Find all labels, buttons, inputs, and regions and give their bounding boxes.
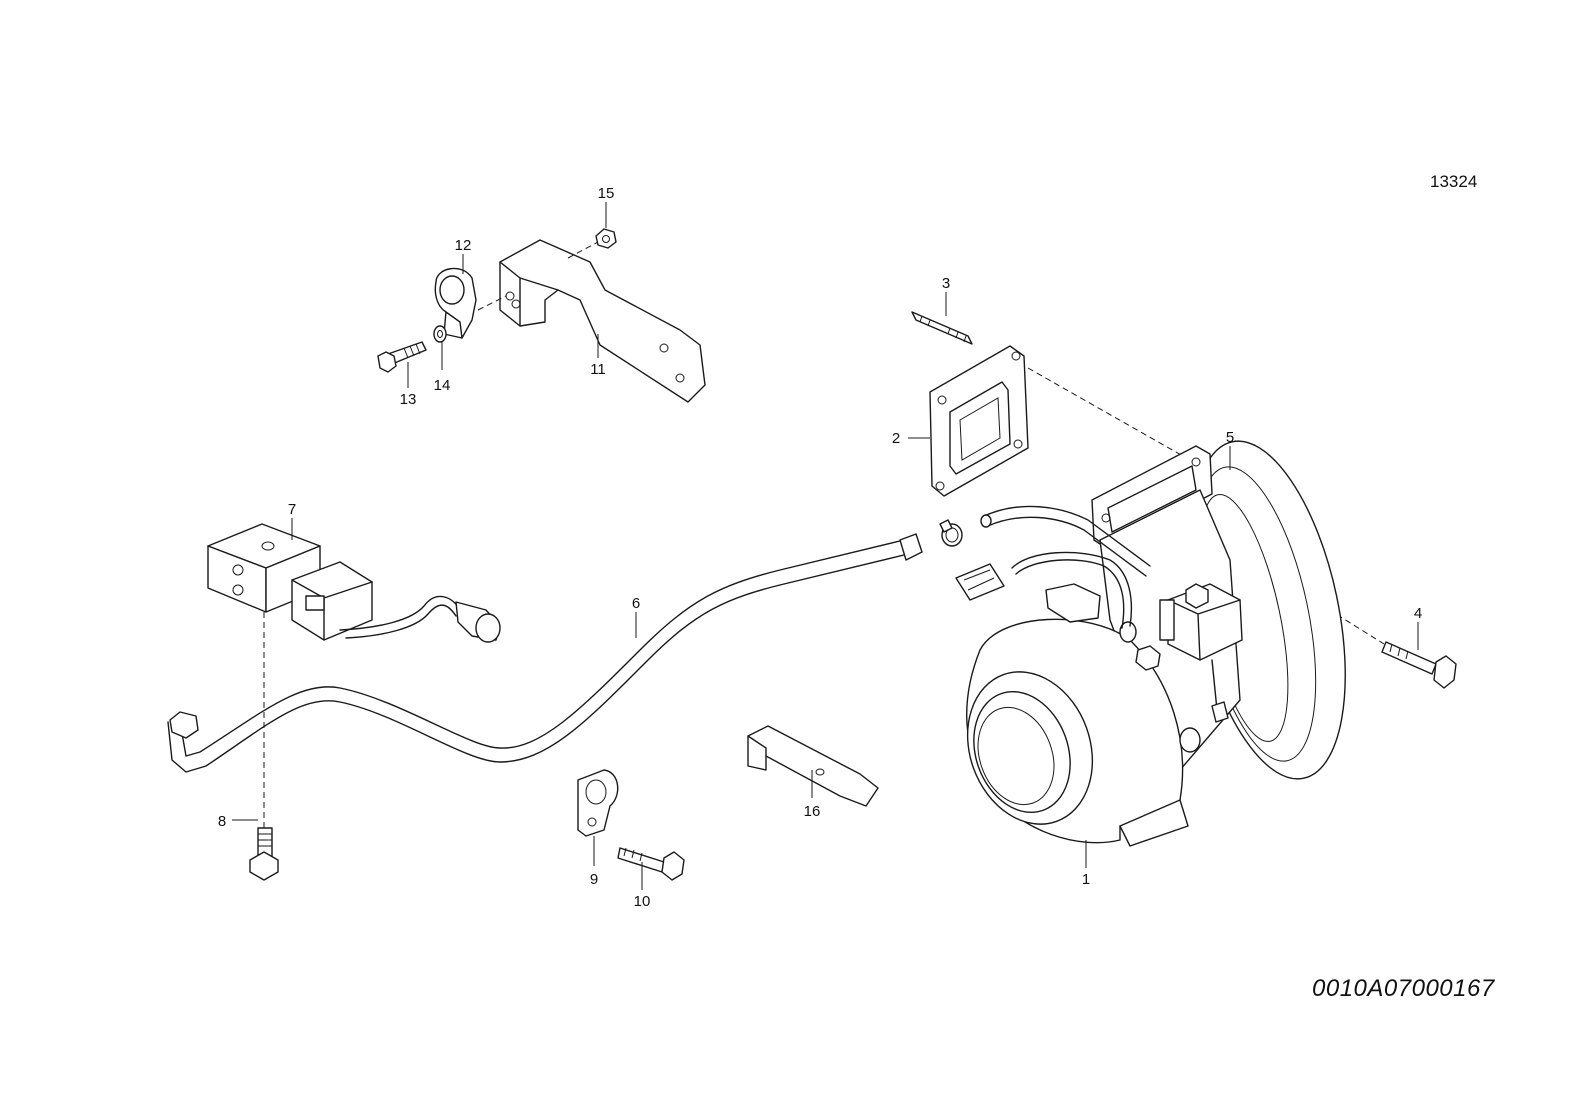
callout-10: 10 <box>634 893 651 910</box>
part-8-bolt <box>249 827 279 881</box>
callout-12: 12 <box>455 237 472 254</box>
callout-1: 1 <box>1082 871 1090 888</box>
callout-6: 6 <box>632 595 640 612</box>
part-16-support <box>747 725 879 807</box>
part-11-bracket <box>499 239 706 403</box>
callout-11: 11 <box>590 361 606 378</box>
part-6-oil-pipe <box>167 533 923 773</box>
part-14-washer <box>433 325 447 343</box>
sheet-number: 13324 <box>1430 172 1478 191</box>
part-15-nut <box>595 228 617 249</box>
drawing-code: 0010A07000167 <box>1312 975 1495 1002</box>
assembly-line <box>567 241 599 259</box>
assembly-line <box>477 295 507 311</box>
part-3-stud <box>911 311 973 345</box>
part-7-sensor-block <box>207 523 501 643</box>
callout-13: 13 <box>400 391 417 408</box>
callout-5: 5 <box>1226 429 1234 446</box>
callouts: 1 2 3 4 5 6 7 8 9 10 11 12 13 14 15 16 <box>218 185 1422 910</box>
part-12-clamp <box>434 267 477 339</box>
hose-clamp <box>939 519 963 547</box>
callout-9: 9 <box>590 871 598 888</box>
callout-15: 15 <box>598 185 615 202</box>
callout-7: 7 <box>288 501 296 518</box>
assembly-line <box>1027 367 1191 461</box>
callout-3: 3 <box>942 275 950 292</box>
part-10-bolt <box>617 847 685 881</box>
callout-4: 4 <box>1414 605 1422 622</box>
part-13-bolt <box>377 341 427 373</box>
part-9-clip <box>577 769 619 837</box>
part-4-bolt <box>1381 641 1457 689</box>
part-1-turbocharger <box>955 440 1346 847</box>
part-2-gasket <box>929 345 1029 497</box>
callout-16: 16 <box>804 803 821 820</box>
callout-2: 2 <box>892 430 900 447</box>
callout-8: 8 <box>218 813 226 830</box>
callout-14: 14 <box>434 377 451 394</box>
